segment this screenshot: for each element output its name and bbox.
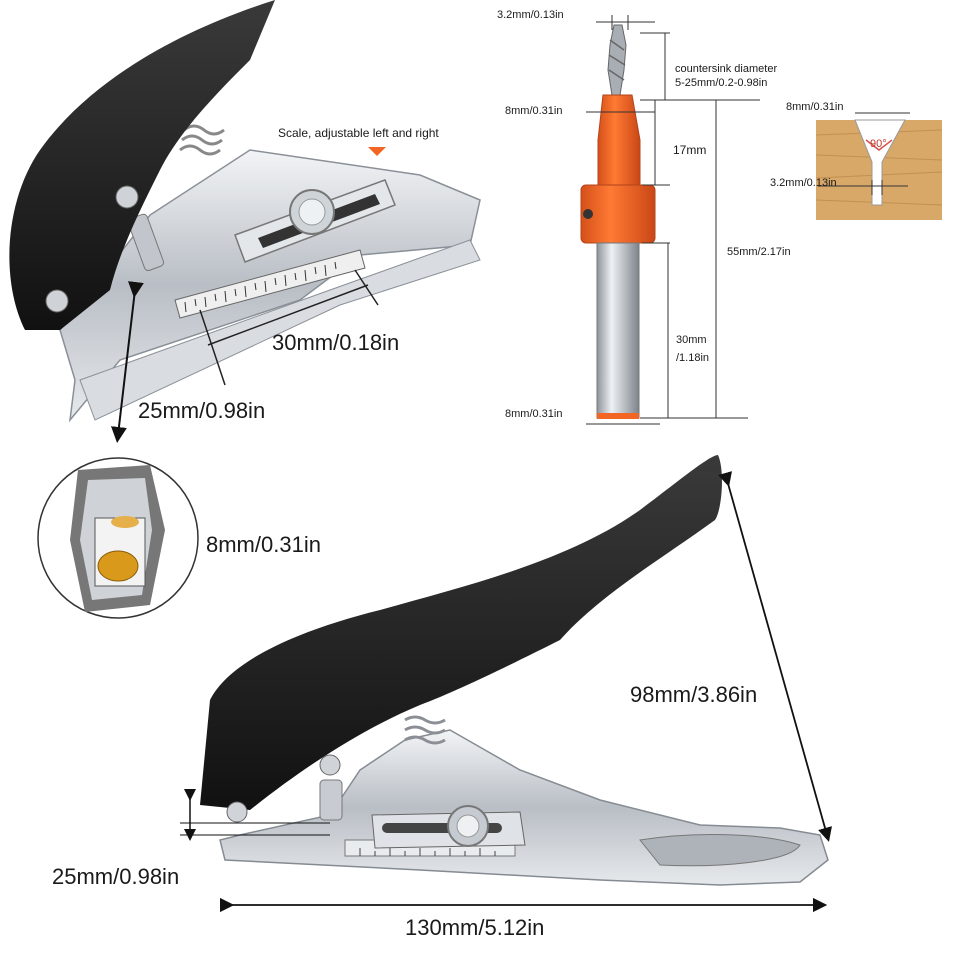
shank-length-line1: 30mm [676,334,707,346]
punch-depth-label: 25mm/0.98in [138,398,266,423]
drill-diameter-label: 3.2mm/0.13in [497,9,564,21]
countersink-title: countersink diameter [675,63,778,75]
total-length-label: 55mm/2.17in [727,246,791,258]
tool-height-label: 98mm/3.86in [630,682,758,707]
wood-hole-width-label: 3.2mm/0.13in [770,177,837,189]
wood-countersink-inset [815,112,943,220]
hole-detail-circle [37,457,199,619]
collar-width-label: 8mm/0.31in [505,105,563,117]
countersink-range: 5-25mm/0.2-0.98in [675,77,768,89]
main-punch-tool [180,455,832,913]
countersink-bit [580,15,760,425]
wood-top-width-label: 8mm/0.31in [786,101,844,113]
collar-length-label: 17mm [673,143,707,157]
scale-length-label: 30mm/0.18in [272,330,400,355]
shank-length-line2: /1.18in [676,352,710,364]
scale-adjustable-label: Scale, adjustable left and right [278,126,439,140]
tool-length-label: 130mm/5.12in [405,915,545,940]
top-tool-closeup [9,0,481,443]
opening-depth-label: 25mm/0.98in [52,864,180,889]
hole-size-label: 8mm/0.31in [206,532,321,557]
shank-diameter-label: 8mm/0.31in [505,408,563,420]
wood-angle-label: 90° [870,138,887,150]
